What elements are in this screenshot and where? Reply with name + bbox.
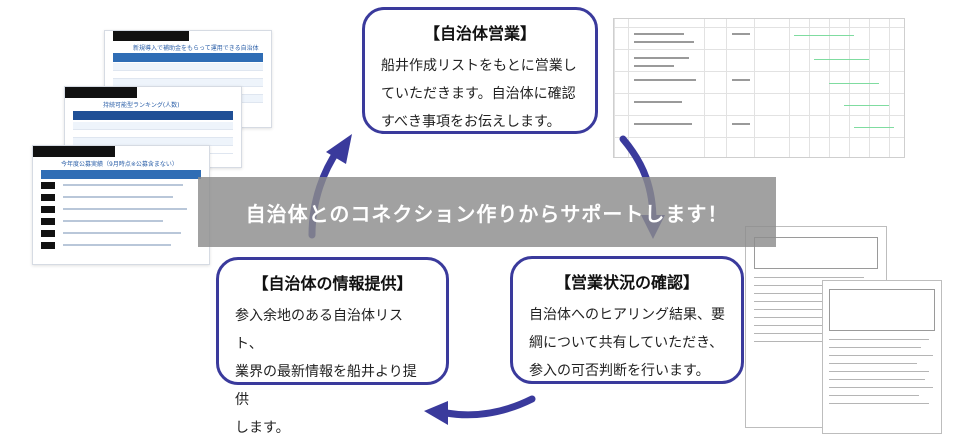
guideline-document-thumbnail-front bbox=[822, 280, 942, 434]
card-body: 船井作成リストをもとに営業し ていただきます。自治体に確認 すべき事項をお伝えし… bbox=[381, 58, 577, 130]
redaction-bar bbox=[113, 31, 189, 41]
redaction-bar bbox=[41, 242, 55, 249]
card-municipal-info-provision: 【自治体の情報提供】 参入余地のある自治体リスト、 業界の最新情報を船井より提供… bbox=[216, 257, 449, 436]
redaction-bar bbox=[65, 87, 137, 98]
redaction-bar bbox=[33, 146, 115, 157]
text-line bbox=[63, 232, 181, 234]
text-line bbox=[63, 220, 163, 222]
arrow-left-icon bbox=[424, 395, 536, 425]
text-line bbox=[63, 184, 183, 186]
schedule-spreadsheet-thumbnail bbox=[613, 18, 905, 158]
text-line bbox=[63, 208, 187, 210]
card-sales-status-check: 【営業状況の確認】 自治体へのヒアリング結果、要 綱について共有していただき、 … bbox=[510, 256, 744, 384]
table-row bbox=[113, 63, 263, 71]
document-title: 持続可能型ランキング(人数) bbox=[103, 102, 180, 109]
banner-text: 自治体とのコネクション作りからサポートします！ bbox=[245, 201, 729, 226]
card-title: 【営業状況の確認】 bbox=[554, 273, 699, 292]
table-header bbox=[41, 170, 201, 179]
text-line bbox=[63, 196, 173, 198]
card-body: 自治体へのヒアリング結果、要 綱について共有していただき、 参入の可否判断を行い… bbox=[529, 307, 725, 379]
table-row bbox=[113, 71, 263, 79]
card-body: 参入余地のある自治体リスト、 業界の最新情報を船井より提供 します。 bbox=[235, 308, 417, 436]
table-header bbox=[113, 53, 263, 62]
table-row bbox=[73, 130, 233, 138]
redaction-bar bbox=[41, 218, 55, 225]
document-title: 今年度公募実績（9月時点※公募含まない） bbox=[61, 161, 178, 168]
card-title: 【自治体の情報提供】 bbox=[252, 274, 413, 293]
redaction-bar bbox=[41, 182, 55, 189]
redaction-bar bbox=[41, 194, 55, 201]
table-header bbox=[73, 111, 233, 120]
redaction-bar bbox=[41, 206, 55, 213]
redaction-bar bbox=[41, 230, 55, 237]
document-title: 新規導入で補助金をもらって運用できる自治体 bbox=[133, 45, 259, 52]
table-row bbox=[73, 122, 233, 130]
card-municipal-sales: 【自治体営業】 船井作成リストをもとに営業し ていただきます。自治体に確認 すべ… bbox=[362, 7, 598, 134]
text-line bbox=[63, 244, 171, 246]
support-banner: 自治体とのコネクション作りからサポートします！ bbox=[198, 177, 776, 247]
document-thumbnail-tender-results: 今年度公募実績（9月時点※公募含まない） bbox=[32, 145, 210, 265]
card-title: 【自治体営業】 bbox=[423, 24, 536, 43]
